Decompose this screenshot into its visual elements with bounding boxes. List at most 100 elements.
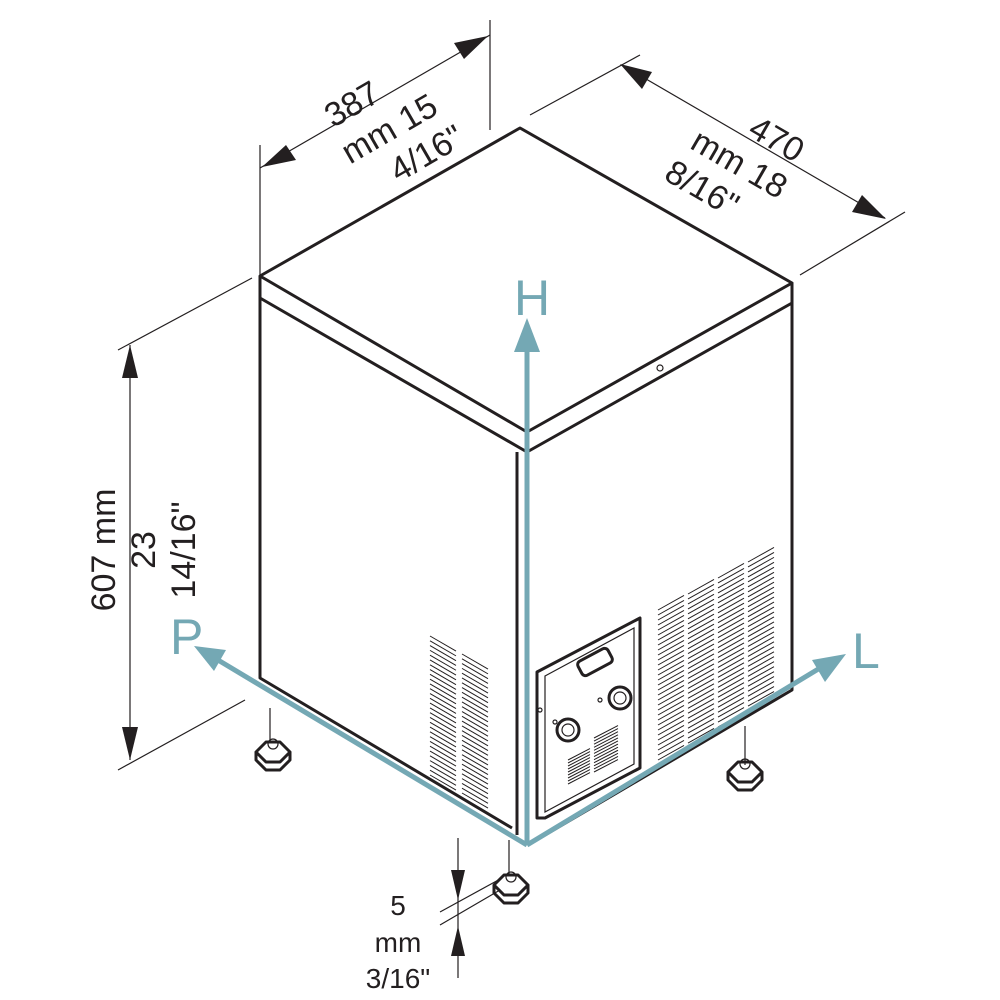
grille-slat (657, 605, 685, 621)
grille-slat (461, 773, 489, 790)
grille-slat (429, 649, 457, 666)
grille-slat (657, 690, 685, 706)
grille-slat (747, 621, 775, 637)
axis-p-label: P (170, 609, 203, 665)
grille-slat (593, 737, 619, 751)
grille-slat (461, 782, 489, 799)
grille-slat (687, 613, 715, 630)
grille-slat (717, 662, 745, 678)
grille-slat (429, 774, 457, 791)
grille-slat (567, 760, 591, 773)
foot-front (492, 840, 530, 905)
grille-slat (461, 667, 489, 684)
grille-slat (687, 643, 715, 660)
grille-slat (657, 675, 685, 691)
grille-slat (687, 683, 715, 699)
grille-slat (717, 617, 745, 634)
lid-rim-right (526, 283, 794, 454)
grille-slat (461, 715, 489, 732)
grille-slat (747, 551, 775, 568)
grille-slat (657, 635, 685, 651)
grille-slat (593, 731, 619, 745)
grille-slat (429, 635, 457, 652)
grille-slat (461, 682, 489, 699)
grille-slat (567, 748, 591, 761)
grille-slat (567, 769, 591, 782)
grille-slat (687, 703, 715, 719)
grille-slat (657, 620, 685, 636)
grille-slat (717, 692, 745, 708)
grille-slat (717, 602, 745, 619)
grille-slat (429, 659, 457, 676)
grille-slat (657, 715, 685, 731)
grille-slat (429, 764, 457, 781)
height-dimension-inch: 23 (125, 531, 163, 569)
foot-right (726, 726, 764, 792)
grille-slat (747, 601, 775, 618)
grille-slat (593, 725, 619, 739)
grille-slat (657, 655, 685, 671)
grille-slat (747, 616, 775, 632)
grille-slat (429, 745, 457, 762)
grille-slat (429, 673, 457, 690)
grille-slat (717, 637, 745, 653)
grille-slat (657, 710, 685, 726)
grille-slat (717, 632, 745, 648)
grille-slat (687, 658, 715, 674)
grille-slat (687, 633, 715, 650)
dimension-height: 607 mm 23 14/16" (85, 277, 253, 771)
grille-slat (687, 628, 715, 645)
grille-slat (593, 743, 619, 757)
grille-slat (717, 607, 745, 624)
grille-slat (747, 701, 775, 717)
grille-slat (687, 648, 715, 664)
grille-slat (687, 668, 715, 684)
grille-slat (717, 592, 745, 609)
grille-slat (657, 630, 685, 646)
grille-slat (747, 606, 775, 623)
grille-slat (461, 658, 489, 675)
grille-slat (593, 755, 619, 770)
grille-slat (747, 681, 775, 697)
grille-slat (567, 772, 591, 785)
grille-slat (657, 650, 685, 666)
grille-slat (461, 778, 489, 795)
grille-slat (593, 740, 619, 754)
grille-slat (717, 647, 745, 663)
grille-slat (657, 615, 685, 631)
grille-slat (747, 646, 775, 662)
grille-slat (717, 657, 745, 673)
grille-slat (429, 726, 457, 743)
grille-slat (747, 586, 775, 603)
grille-slat (687, 718, 715, 734)
cabinet-left-face (258, 298, 513, 830)
grille-slat (657, 705, 685, 721)
grille-slat (747, 626, 775, 642)
grille-slat (717, 572, 745, 589)
grille-slat (429, 731, 457, 748)
grille-slat (687, 663, 715, 679)
grille-slat (687, 688, 715, 704)
grille-slat (717, 707, 745, 723)
grille-slat (657, 680, 685, 696)
grille-slat (429, 654, 457, 671)
grille-slat (747, 666, 775, 682)
grille-slat (429, 669, 457, 686)
grille-slat (747, 571, 775, 588)
grille-slat (747, 591, 775, 608)
grille-slat (429, 741, 457, 757)
grille-slat (461, 768, 489, 785)
foot-dimension-fraction: 3/16" (366, 963, 430, 994)
grille-slat (747, 547, 775, 563)
grille-slat (687, 608, 715, 625)
grille-slat (687, 723, 715, 739)
grille-slat (429, 721, 457, 738)
connection-panel-frame (535, 616, 642, 820)
grille-slat (461, 653, 489, 670)
grille-slat (657, 665, 685, 681)
grille-slat (429, 664, 457, 681)
grille-slat (657, 735, 685, 751)
grille-slat (429, 712, 457, 729)
connection-panel (535, 616, 642, 820)
height-dimension-mm: 607 mm (85, 489, 123, 612)
